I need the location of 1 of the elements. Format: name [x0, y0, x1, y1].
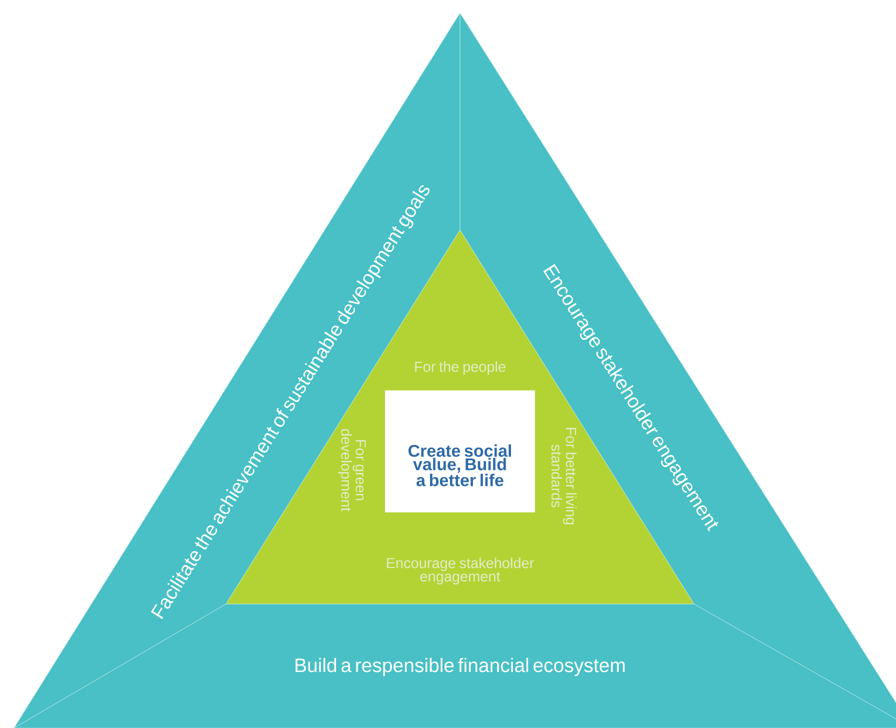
center-box: Create social value, Build a better life	[385, 390, 535, 512]
